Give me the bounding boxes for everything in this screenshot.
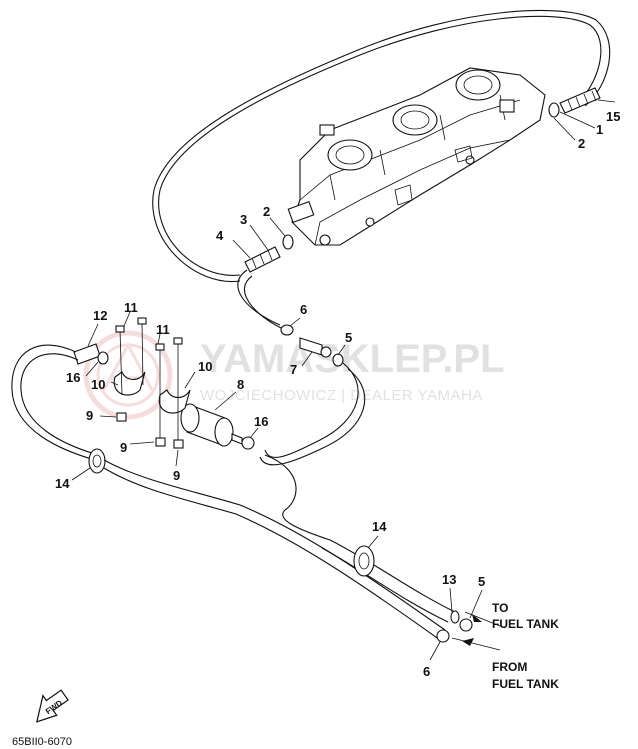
hose-4 (244, 246, 281, 273)
leader-10a (110, 381, 119, 386)
leader-6b (429, 641, 441, 661)
from-label-line2: FUEL TANK (492, 677, 559, 691)
leader-2b (269, 217, 286, 237)
nut-9-b (155, 437, 166, 447)
leader-11a (123, 311, 131, 327)
grommet-14-left (88, 448, 106, 474)
callout-6-upper: 6 (300, 302, 307, 317)
callout-8: 8 (237, 377, 244, 392)
nut-9-c (173, 439, 184, 449)
watermark-main-text: YAMASKLEP.PL (200, 337, 505, 381)
hose-12 (73, 343, 101, 365)
leader-13 (449, 587, 453, 613)
leader-12 (87, 323, 99, 347)
clamp-5-lower (459, 618, 473, 632)
callout-9-b: 9 (120, 440, 127, 455)
callout-14-left: 14 (55, 476, 70, 491)
leader-6a (289, 317, 301, 327)
clamp-2-left (282, 234, 294, 250)
bolt-11-b (137, 317, 147, 386)
leader-14a (71, 467, 91, 481)
callout-2-left: 2 (263, 204, 270, 219)
hose-13 (450, 610, 460, 624)
callout-14-lower: 14 (372, 519, 387, 534)
hose-15 (559, 87, 601, 114)
callout-11-b: 11 (156, 322, 170, 337)
callout-5-upper: 5 (345, 330, 352, 345)
callout-4: 4 (216, 228, 224, 243)
callout-12: 12 (93, 308, 107, 323)
leader-9b (129, 441, 155, 445)
callout-10-right: 10 (198, 359, 212, 374)
hose-joint-to-filter (264, 362, 359, 458)
callout-10-left: 10 (91, 377, 105, 392)
callout-3: 3 (240, 212, 247, 227)
bracket-10-right (158, 389, 191, 414)
clamp-6-upper (280, 324, 294, 336)
callout-11-a: 11 (124, 300, 138, 315)
clamp-16-upper (97, 351, 109, 365)
leader-5a (337, 344, 346, 356)
leader-10b (184, 371, 196, 389)
leader-7 (301, 351, 313, 367)
leader-3 (249, 224, 269, 251)
leader-1 (559, 111, 596, 129)
callout-13: 13 (442, 572, 456, 587)
clamp-16-lower (241, 436, 255, 450)
callout-6-lower: 6 (423, 664, 430, 679)
from-fuel-tank-arrow-icon (451, 637, 501, 651)
callout-5-lower: 5 (478, 574, 485, 589)
callout-16-upper: 16 (66, 370, 80, 385)
leader-11b (157, 333, 161, 345)
bolt-11-d (173, 337, 183, 440)
callout-16-lower: 16 (254, 414, 268, 429)
leader-9c (175, 449, 179, 467)
clamp-6-lower (436, 629, 450, 643)
callout-7: 7 (290, 362, 297, 377)
callout-1: 1 (596, 122, 603, 137)
bolt-11-c (155, 343, 165, 440)
main-fuel-line (103, 459, 456, 641)
joint-7 (299, 337, 332, 358)
bolt-11-a (115, 325, 125, 396)
callout-9-a: 9 (86, 408, 93, 423)
from-label-line1: FROM (492, 660, 527, 674)
callout-9-c: 9 (173, 468, 180, 483)
leader-16b (249, 427, 259, 439)
nut-9-a (116, 412, 127, 422)
bracket-10-left (113, 371, 146, 396)
hose-joint-to-filter-2 (259, 368, 366, 466)
leader-4 (232, 239, 251, 259)
to-label-line1: TO (492, 601, 508, 615)
leader-15 (597, 99, 616, 103)
diagram-code: 65BII0-6070 (12, 736, 72, 748)
carburetor-assembly (287, 67, 546, 246)
leader-9a (99, 415, 117, 418)
callout-15: 15 (606, 109, 620, 124)
leader-5b (469, 589, 483, 619)
hose-filter-to-main (264, 454, 331, 541)
clamp-2-right (548, 102, 560, 118)
leader-14b (367, 535, 379, 549)
leader-16a (85, 361, 99, 377)
hose-to-joint (237, 269, 281, 326)
leader-8 (214, 391, 237, 411)
leader-2a (553, 117, 576, 141)
callout-2-right: 2 (578, 136, 585, 151)
fwd-arrow-icon: FWD (36, 689, 69, 723)
clamp-5-upper (332, 353, 344, 367)
grommet-14-lower (353, 545, 375, 577)
to-fuel-tank-arrow-icon (464, 611, 506, 629)
hose-to-joint-2 (243, 275, 286, 331)
left-hose-loop (11, 344, 96, 461)
fuel-filter-8 (180, 403, 243, 447)
to-label-line2: FUEL TANK (492, 617, 559, 631)
return-hose-loop (152, 9, 611, 283)
watermark-sub-text: WOJCIECHOWICZ | DEALER YAMAHA (200, 387, 483, 404)
